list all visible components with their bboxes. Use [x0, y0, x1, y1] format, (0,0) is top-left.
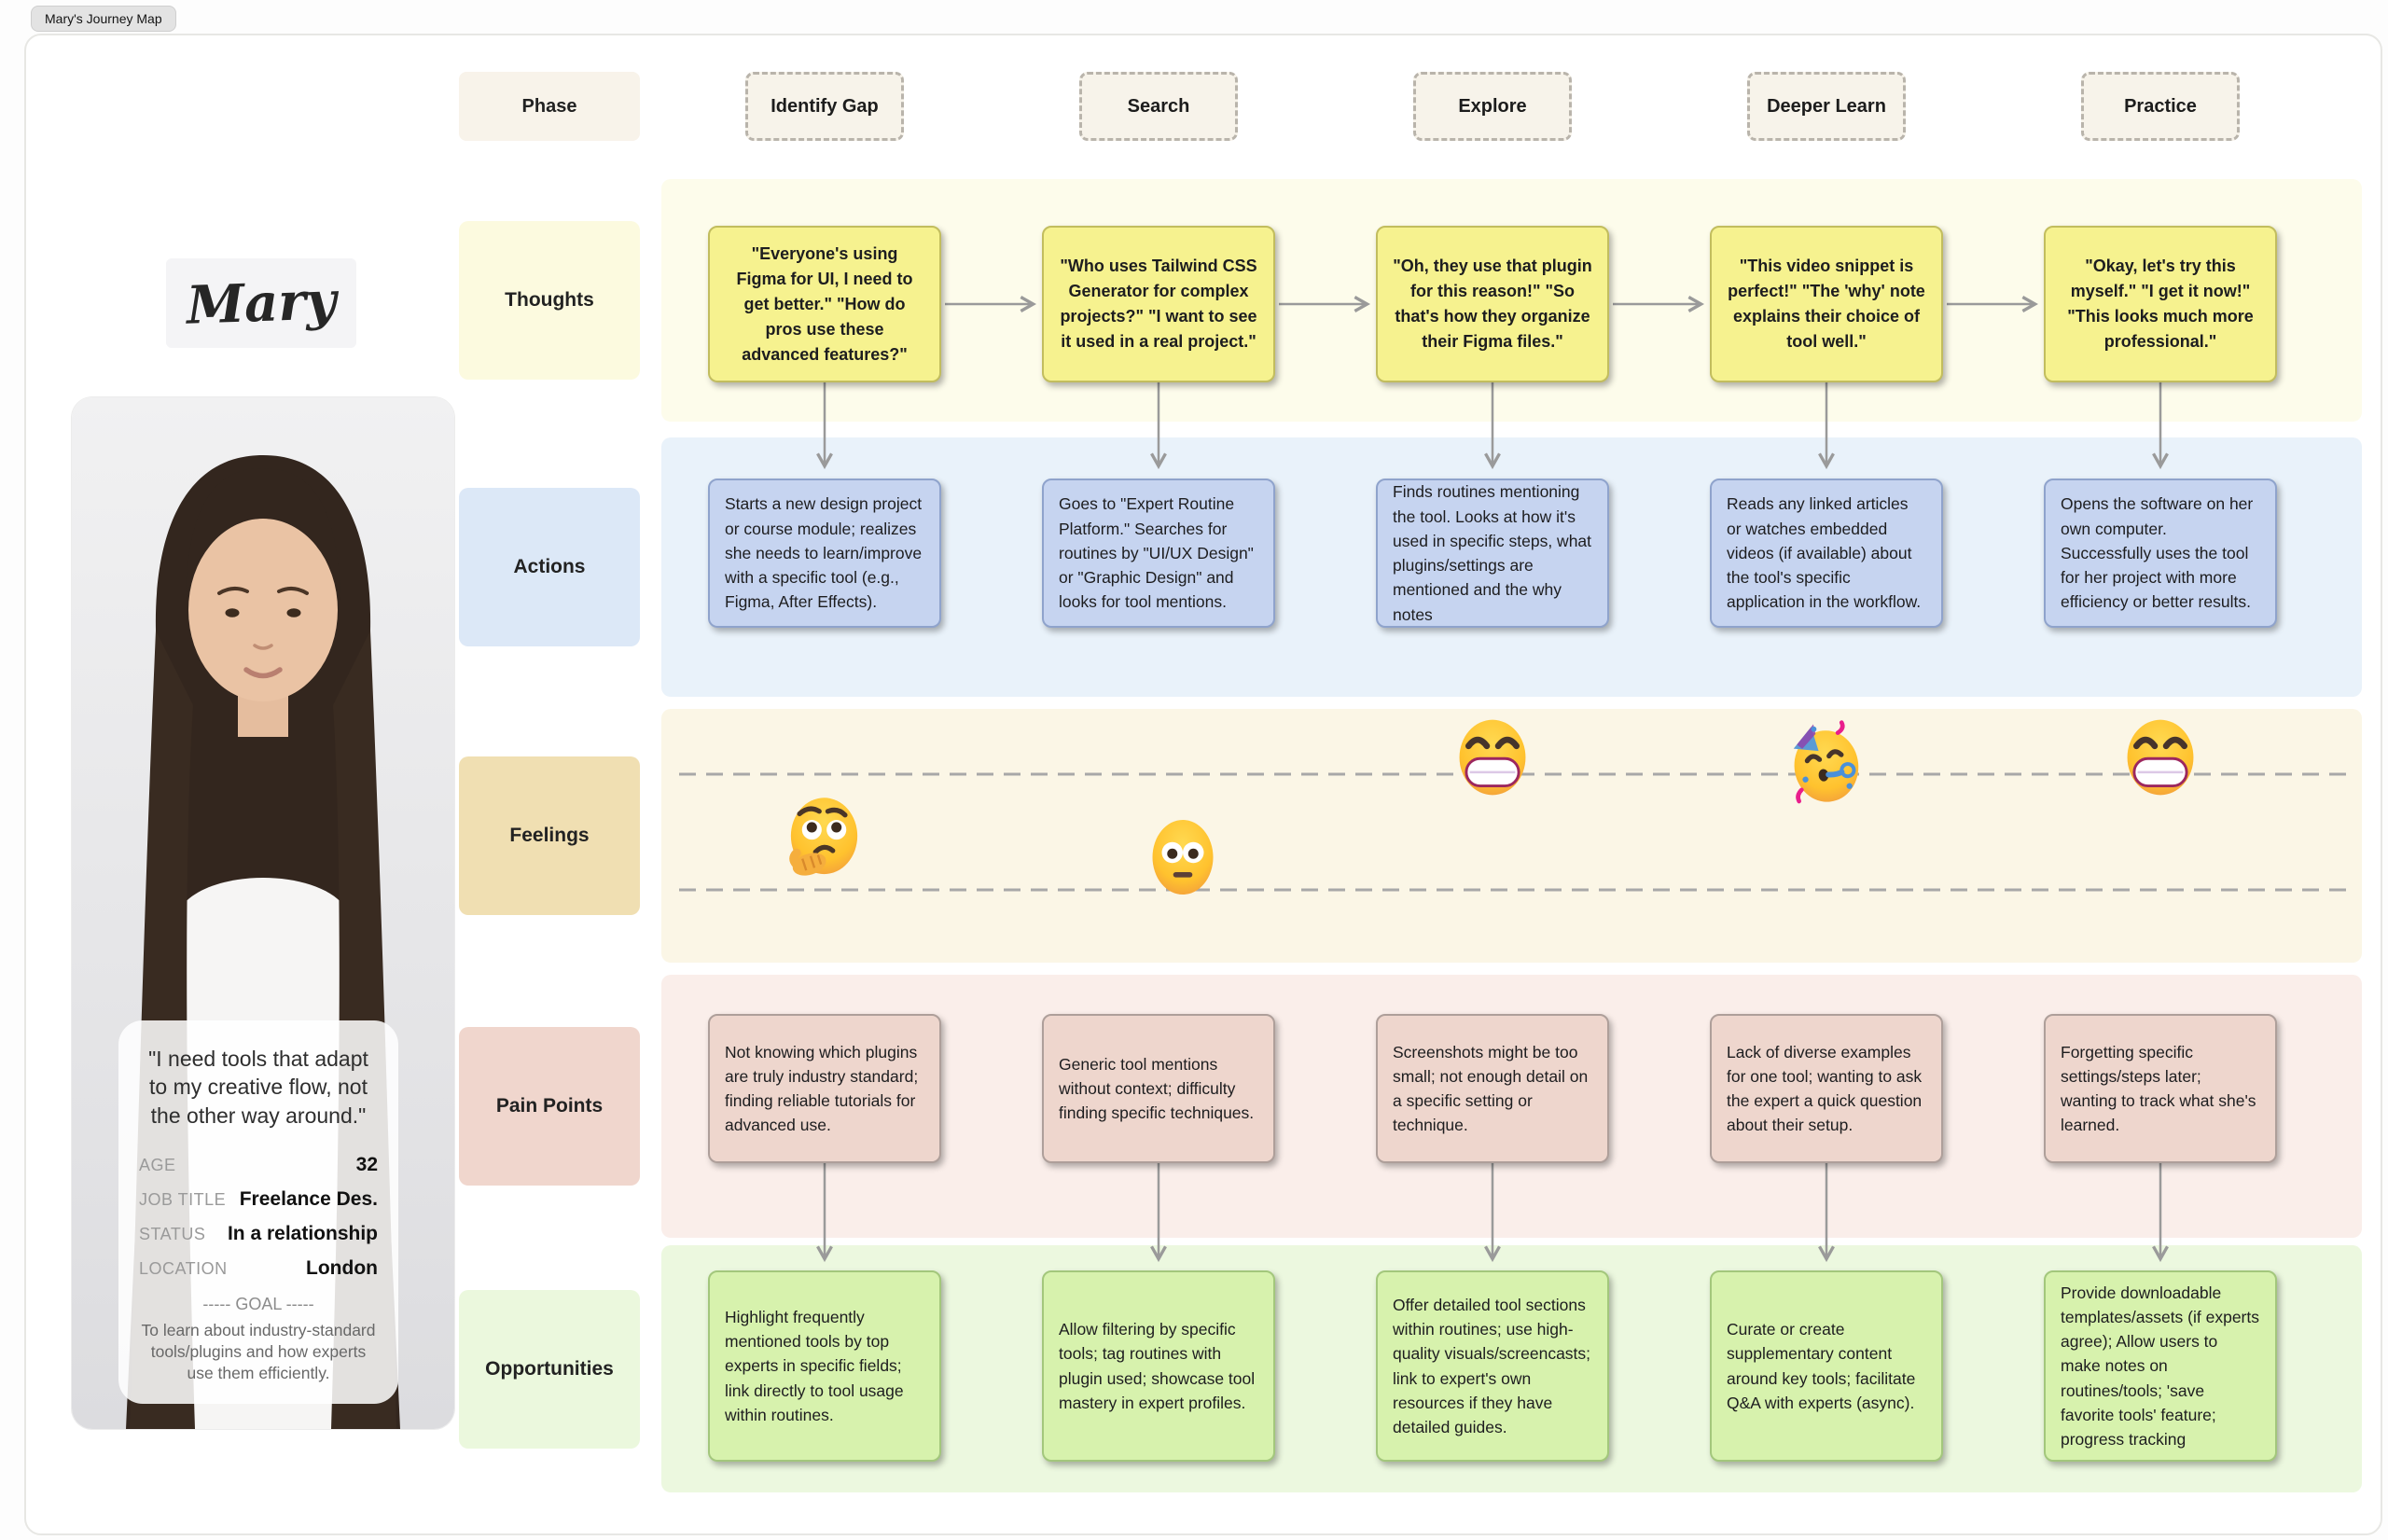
grinning-face-emoji[interactable]	[2119, 716, 2201, 798]
row-label-opportunities[interactable]: Opportunities	[459, 1290, 640, 1449]
row-label-pain-points[interactable]: Pain Points	[459, 1027, 640, 1186]
board-tab-title: Mary's Journey Map	[45, 11, 162, 26]
opportunity-card-2[interactable]: Allow filtering by specific tools; tag r…	[1042, 1270, 1275, 1462]
row-label-actions[interactable]: Actions	[459, 488, 640, 646]
board-tab[interactable]: Mary's Journey Map	[31, 6, 176, 32]
row-label-thoughts[interactable]: Thoughts	[459, 221, 640, 380]
thought-card-4[interactable]: "This video snippet is perfect!" "The 'w…	[1710, 226, 1943, 382]
phase-explore[interactable]: Explore	[1413, 72, 1572, 141]
persona-goal: To learn about industry-standard tools/p…	[141, 1321, 376, 1382]
action-card-5[interactable]: Opens the software on her own computer. …	[2044, 479, 2277, 628]
phase-identify-gap[interactable]: Identify Gap	[745, 72, 904, 141]
pain-card-4[interactable]: Lack of diverse examples for one tool; w…	[1710, 1014, 1943, 1163]
action-card-4[interactable]: Reads any linked articles or watches emb…	[1710, 479, 1943, 628]
row-label-feelings[interactable]: Feelings	[459, 756, 640, 915]
thought-card-1[interactable]: "Everyone's using Figma for UI, I need t…	[708, 226, 941, 382]
opportunity-card-3[interactable]: Offer detailed tool sections within rout…	[1376, 1270, 1609, 1462]
persona-goal-divider: ----- GOAL -----	[202, 1295, 314, 1314]
persona-info-card[interactable]: "I need tools that adapt to my creative …	[118, 1020, 398, 1405]
opportunity-card-5[interactable]: Provide downloadable templates/assets (i…	[2044, 1270, 2277, 1462]
action-card-2[interactable]: Goes to "Expert Routine Platform." Searc…	[1042, 479, 1275, 628]
persona-attr-status: STATUS In a relationship	[139, 1223, 378, 1245]
partying-face-emoji[interactable]	[1782, 718, 1870, 807]
pain-card-3[interactable]: Screenshots might be too small; not enou…	[1376, 1014, 1609, 1163]
pain-card-5[interactable]: Forgetting specific settings/steps later…	[2044, 1014, 2277, 1163]
persona-quote: "I need tools that adapt to my creative …	[148, 1047, 368, 1128]
opportunity-card-1[interactable]: Highlight frequently mentioned tools by …	[708, 1270, 941, 1462]
persona-name-plate[interactable]: Mary	[166, 258, 356, 348]
row-label-phase[interactable]: Phase	[459, 72, 640, 141]
pain-card-1[interactable]: Not knowing which plugins are truly indu…	[708, 1014, 941, 1163]
action-card-1[interactable]: Starts a new design project or course mo…	[708, 479, 941, 628]
persona-name: Mary	[185, 270, 338, 337]
persona-attr-job-title: JOB TITLE Freelance Des.	[139, 1188, 378, 1211]
pain-card-2[interactable]: Generic tool mentions without context; d…	[1042, 1014, 1275, 1163]
action-card-3[interactable]: Finds routines mentioning the tool. Look…	[1376, 479, 1609, 628]
opportunity-card-4[interactable]: Curate or create supplementary content a…	[1710, 1270, 1943, 1462]
thought-card-2[interactable]: "Who uses Tailwind CSS Generator for com…	[1042, 226, 1275, 382]
flushed-face-emoji[interactable]	[1141, 815, 1225, 899]
persona-attributes: AGE 32 JOB TITLE Freelance Des. STATUS I…	[139, 1154, 378, 1280]
thought-card-3[interactable]: "Oh, they use that plugin for this reaso…	[1376, 226, 1609, 382]
journey-map-canvas: Mary	[24, 34, 2382, 1535]
thought-card-5[interactable]: "Okay, let's try this myself." "I get it…	[2044, 226, 2277, 382]
persona-attr-age: AGE 32	[139, 1154, 378, 1176]
thinking-face-emoji[interactable]	[780, 793, 868, 881]
phase-deeper-learn[interactable]: Deeper Learn	[1747, 72, 1906, 141]
persona-attr-location: LOCATION London	[139, 1257, 378, 1280]
phase-practice[interactable]: Practice	[2081, 72, 2240, 141]
phase-search[interactable]: Search	[1079, 72, 1238, 141]
grinning-face-emoji[interactable]	[1451, 716, 1534, 798]
